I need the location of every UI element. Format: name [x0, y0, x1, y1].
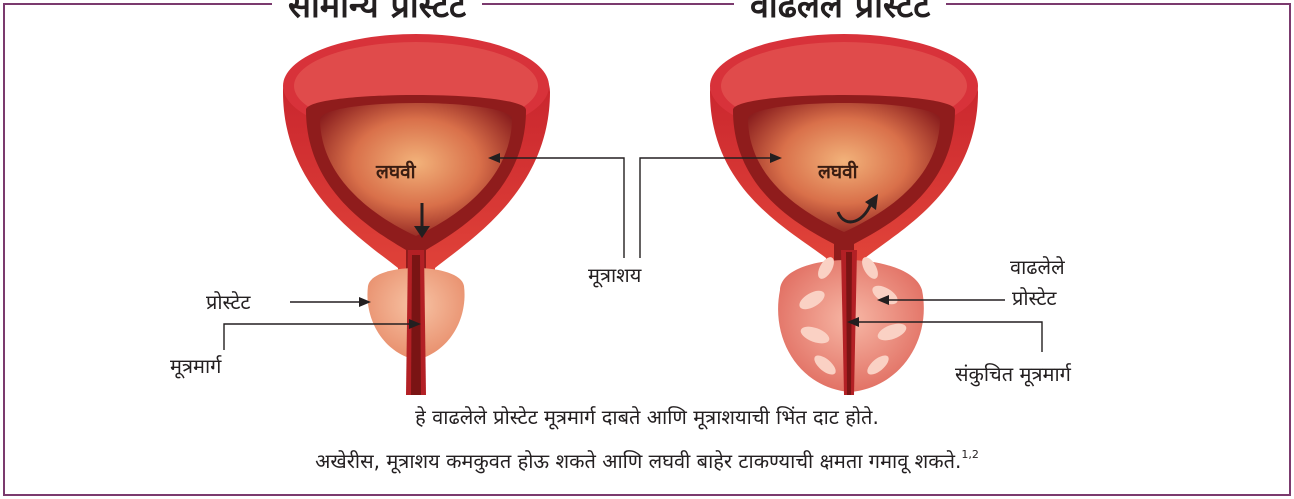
bladder-label: मूत्राशय [588, 263, 641, 287]
prostate-label: प्रोस्टेट [206, 290, 251, 314]
caption-references: 1,2 [961, 448, 979, 461]
caption-text-2: अखेरीस, मूत्राशय कमकुवत होऊ शकते आणि लघव… [315, 449, 961, 473]
enlarged-prostate-label-line1: वाढलेले [1010, 255, 1065, 279]
urethra-label: मूत्रमार्ग [170, 354, 221, 378]
urine-label-normal: लघवी [376, 158, 416, 184]
caption-line-1: हे वाढलेले प्रोस्टेट मूत्रमार्ग दाबते आण… [0, 402, 1294, 432]
caption-text-1: हे वाढलेले प्रोस्टेट मूत्रमार्ग दाबते आण… [415, 405, 879, 429]
narrowed-urethra-label: संकुचित मूत्रमार्ग [955, 362, 1071, 386]
caption-line-2: अखेरीस, मूत्राशय कमकुवत होऊ शकते आणि लघव… [0, 440, 1294, 476]
enlarged-bladder [710, 34, 978, 270]
urine-label-enlarged: लघवी [818, 158, 858, 184]
enlarged-prostate-label-line2: प्रोस्टेट [1012, 286, 1057, 310]
